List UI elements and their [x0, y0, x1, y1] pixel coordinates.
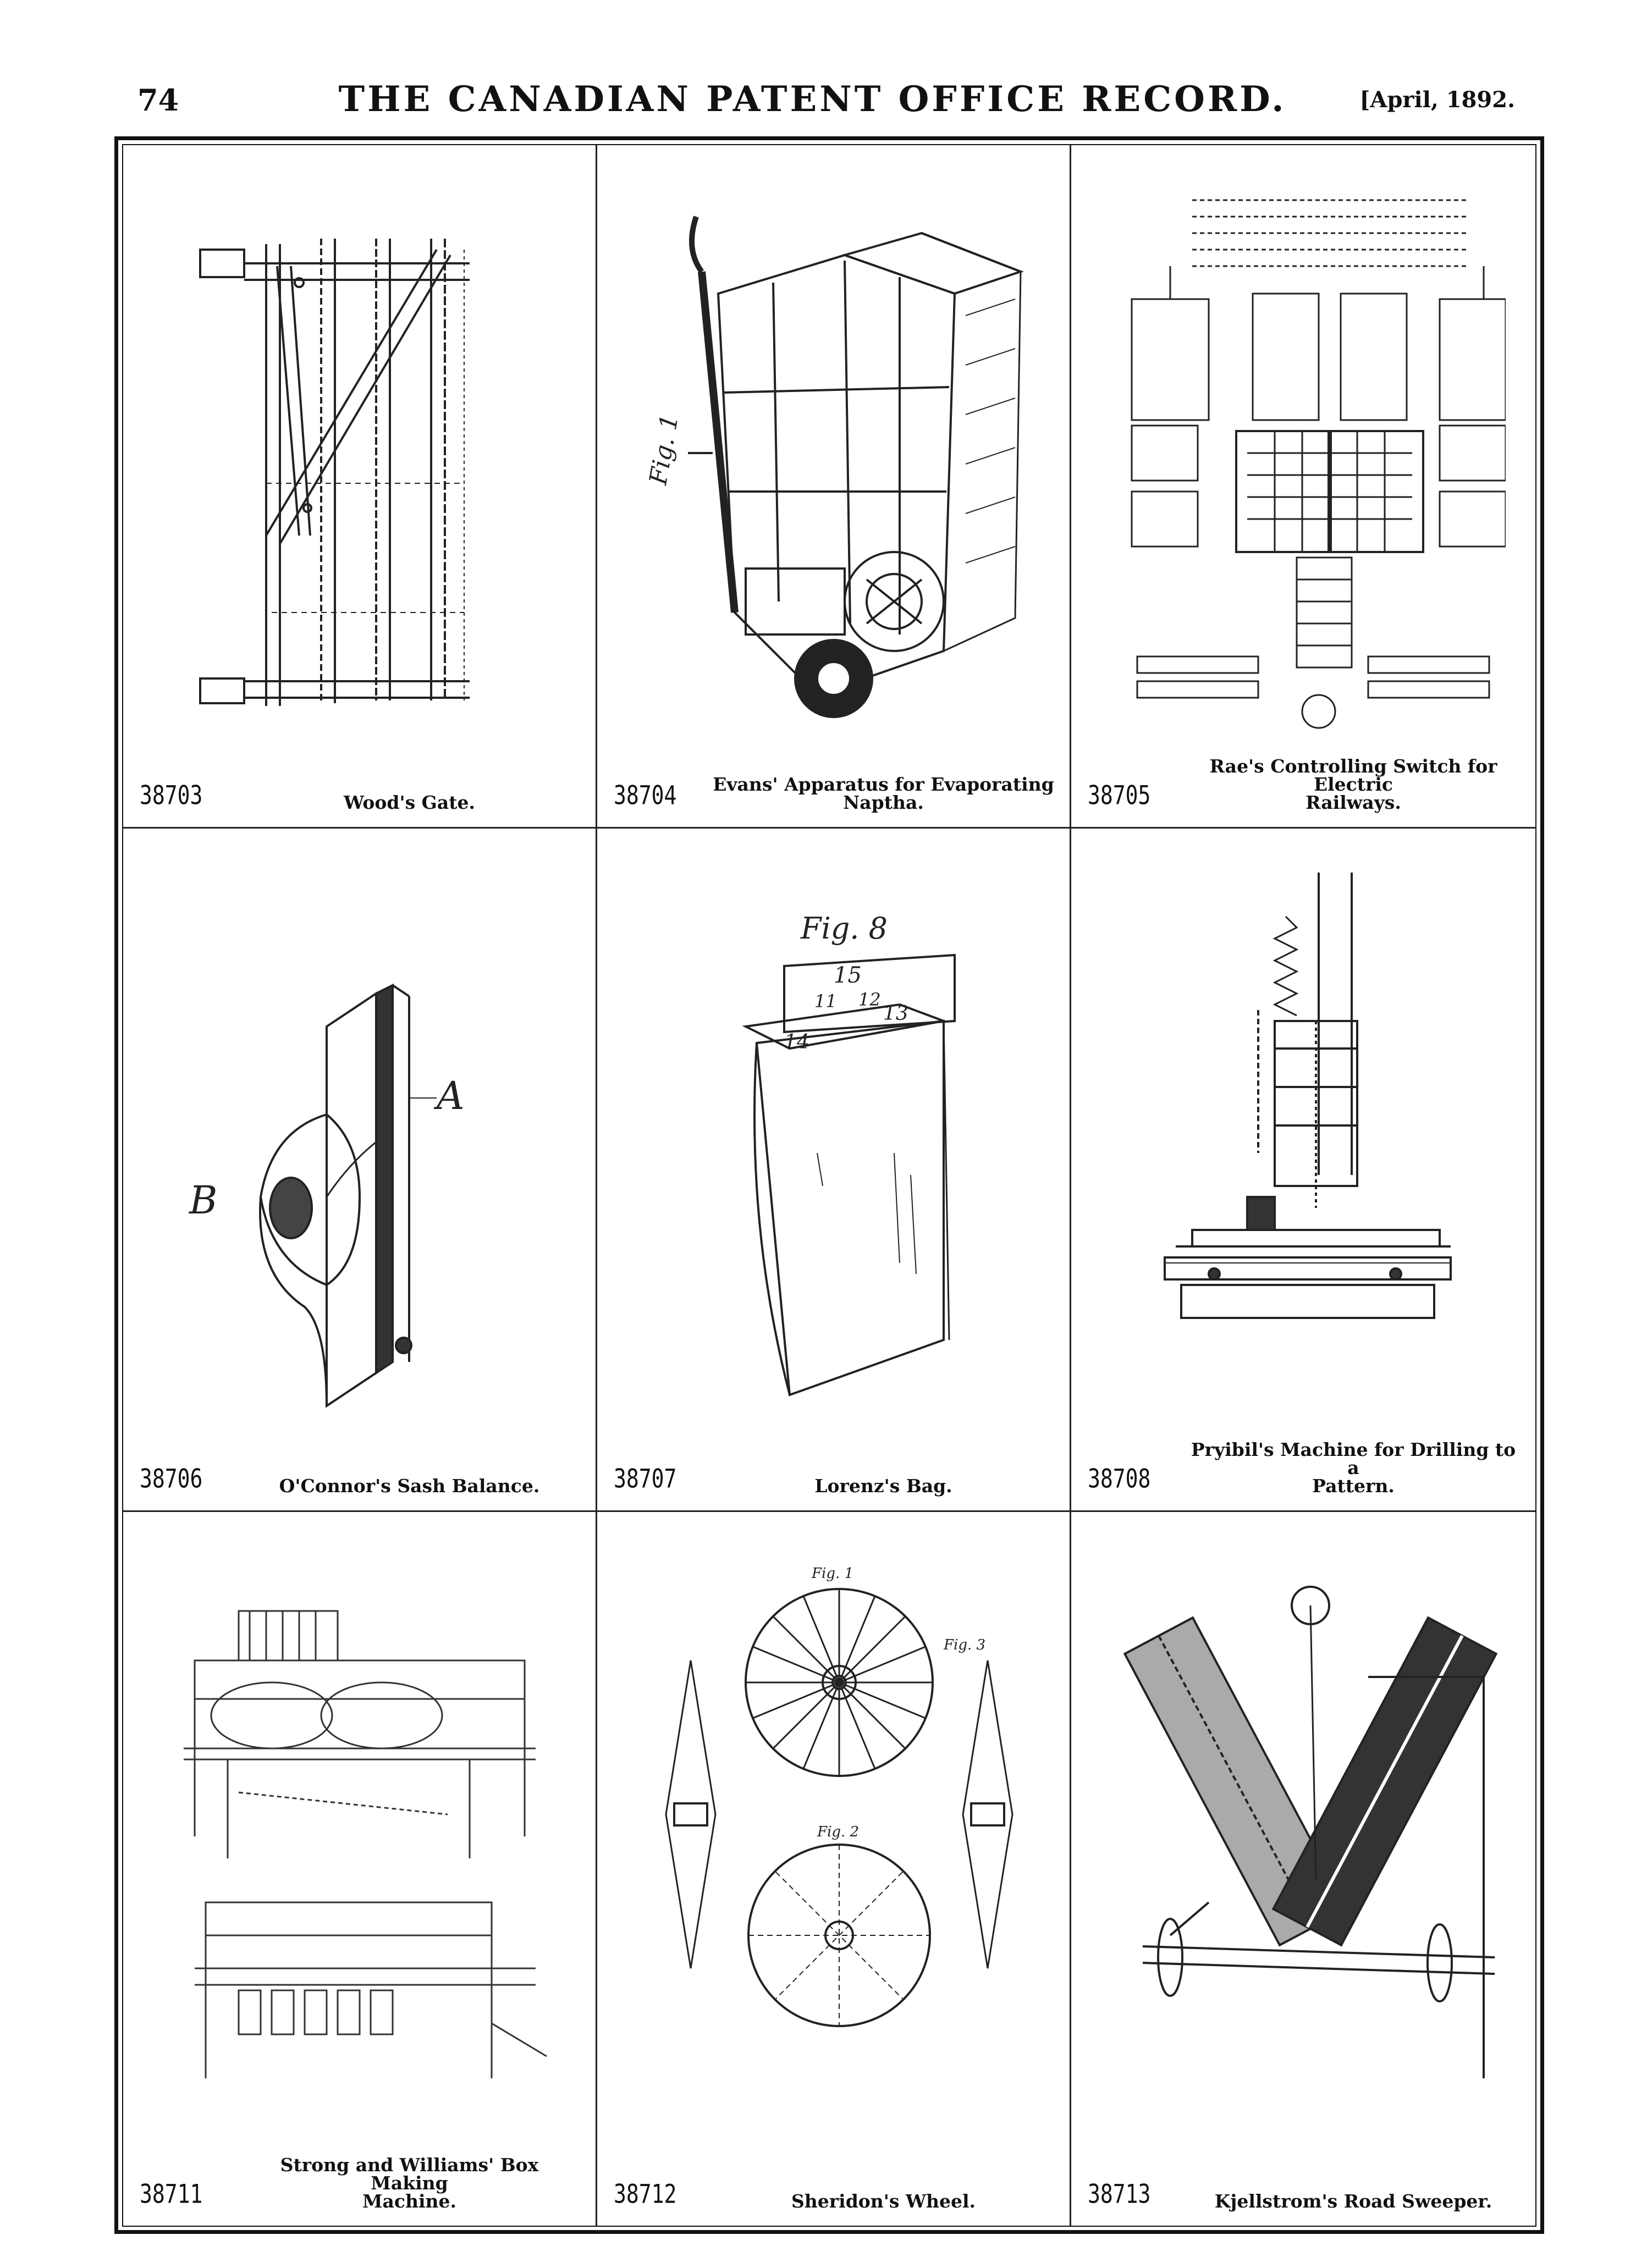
patent-caption: 38712 Sheridon's Wheel.: [614, 2179, 1054, 2212]
evaporator-drawing: Fig. 1: [636, 184, 1032, 733]
patent-title: Pryibil's Machine for Drilling to a Patt…: [1191, 1439, 1516, 1497]
patent-caption: 38703 Wood's Gate.: [140, 780, 580, 813]
switch-drawing: [1110, 184, 1506, 733]
patent-cell-38705: 38705 Rae's Controlling Switch for Elect…: [1071, 145, 1535, 829]
patent-cell-38703: 38703 Wood's Gate.: [123, 145, 597, 829]
bag-fig-label: Fig. 8: [800, 911, 888, 946]
wheel-fig1-label: Fig. 1: [811, 1565, 853, 1582]
patent-cell-38713: 38713 Kjellstrom's Road Sweeper.: [1071, 1512, 1535, 2226]
patent-number: 38707: [614, 1463, 677, 1494]
patent-caption: 38705 Rae's Controlling Switch for Elect…: [1088, 757, 1520, 812]
patent-title: Lorenz's Bag.: [814, 1475, 952, 1497]
patent-title: Sheridon's Wheel.: [791, 2190, 976, 2212]
patent-number: 38703: [140, 780, 203, 810]
patent-cell-38704: Fig. 1 38704 Evans' Apparatus for Evapor…: [597, 145, 1071, 829]
patent-cell-38708: 38708 Pryibil's Machine for Drilling to …: [1071, 829, 1535, 1512]
bag-num-11: 11: [814, 991, 837, 1012]
box-machine-drawing: [162, 1550, 558, 2100]
patent-caption: 38711 Strong and Williams' Box Making Ma…: [140, 2156, 580, 2210]
patent-grid: 38703 Wood's Gate.: [122, 144, 1536, 2227]
bag-num-12: 12: [858, 989, 881, 1010]
wheel-fig2-label: Fig. 2: [817, 1824, 859, 1840]
patent-cell-38706: A B 38706 O'Connor's Sash Balance.: [123, 829, 597, 1512]
patent-cell-38712: Fig. 1 Fig. 2 Fig. 3 38712 Sheridon's Wh…: [597, 1512, 1071, 2226]
page-number: 74: [137, 82, 179, 118]
wheel-drawing: Fig. 1 Fig. 2 Fig. 3: [636, 1550, 1032, 2100]
patent-number: 38704: [614, 780, 677, 810]
wheel-fig3-label: Fig. 3: [943, 1637, 985, 1653]
page-title: THE CANADIAN PATENT OFFICE RECORD.: [338, 79, 1287, 120]
bag-num-15: 15: [834, 963, 862, 988]
road-sweeper-drawing: [1110, 1550, 1506, 2100]
patent-number: 38711: [140, 2178, 203, 2209]
bag-drawing: Fig. 8 15 11 12 13 14: [636, 867, 1032, 1417]
patent-title: Wood's Gate.: [344, 792, 475, 813]
patent-caption: 38706 O'Connor's Sash Balance.: [140, 1464, 580, 1497]
page-frame-outer: [114, 136, 1544, 2234]
patent-cell-38707: Fig. 8 15 11 12 13 14 38707 Lorenz's Bag…: [597, 829, 1071, 1512]
sash-label-b: B: [188, 1178, 217, 1223]
patent-number: 38706: [140, 1463, 203, 1494]
page-header: 74 THE CANADIAN PATENT OFFICE RECORD. [A…: [0, 0, 1625, 132]
patent-title: Evans' Apparatus for Evaporating Naptha.: [713, 774, 1054, 813]
patent-caption: 38713 Kjellstrom's Road Sweeper.: [1088, 2179, 1520, 2212]
sash-balance-drawing: A B: [162, 867, 558, 1417]
patent-number: 38713: [1088, 2178, 1151, 2209]
gate-drawing: [162, 184, 558, 733]
patent-caption: 38708 Pryibil's Machine for Drilling to …: [1088, 1441, 1520, 1495]
evans-fig-label: Fig. 1: [644, 412, 684, 488]
patent-title: Rae's Controlling Switch for Electric Ra…: [1209, 755, 1497, 813]
patent-title: Kjellstrom's Road Sweeper.: [1214, 2190, 1492, 2212]
bag-num-13: 13: [883, 1002, 908, 1025]
patent-number: 38708: [1088, 1463, 1151, 1494]
page-date: [April, 1892.: [1359, 87, 1516, 113]
bag-num-14: 14: [784, 1031, 809, 1053]
patent-caption: 38704 Evans' Apparatus for Evaporating N…: [614, 775, 1054, 812]
drilling-machine-drawing: [1110, 867, 1506, 1417]
patent-title: O'Connor's Sash Balance.: [279, 1475, 540, 1497]
sash-label-a: A: [433, 1073, 465, 1118]
patent-caption: 38707 Lorenz's Bag.: [614, 1464, 1054, 1497]
patent-number: 38705: [1088, 780, 1151, 810]
patent-title: Strong and Williams' Box Making Machine.: [280, 2154, 539, 2212]
patent-cell-38711: 38711 Strong and Williams' Box Making Ma…: [123, 1512, 597, 2226]
patent-number: 38712: [614, 2178, 677, 2209]
